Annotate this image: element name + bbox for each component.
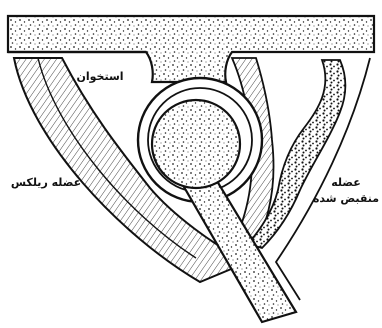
- bone-head: [152, 100, 240, 188]
- label-relaxed-muscle: عضله ریلکس: [11, 176, 81, 189]
- label-bone: استخوان: [76, 70, 123, 83]
- label-spastic-muscle-line1: عضله: [331, 176, 361, 189]
- label-spastic-muscle-line2: منقبض شده: [313, 192, 379, 205]
